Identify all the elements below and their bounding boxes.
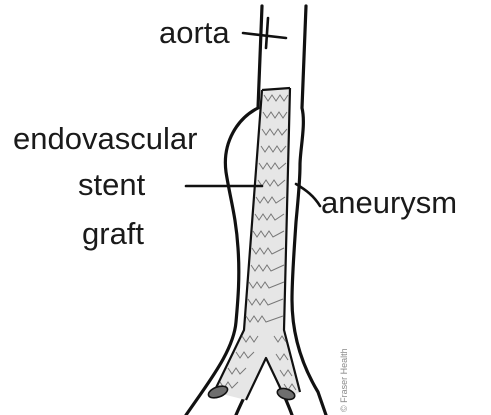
aneurysm-label: aneurysm: [321, 185, 457, 220]
aorta-leader-tick: [266, 18, 268, 48]
stent-label: stent: [78, 167, 146, 202]
copyright-credit: © Fraser Health: [339, 348, 349, 412]
graft-label: graft: [82, 216, 144, 251]
graft-leg-cuff-left: [207, 384, 229, 400]
endovascular-label: endovascular: [13, 121, 197, 156]
aorta-label: aorta: [159, 15, 230, 50]
aorta-leader-line: [243, 33, 286, 38]
